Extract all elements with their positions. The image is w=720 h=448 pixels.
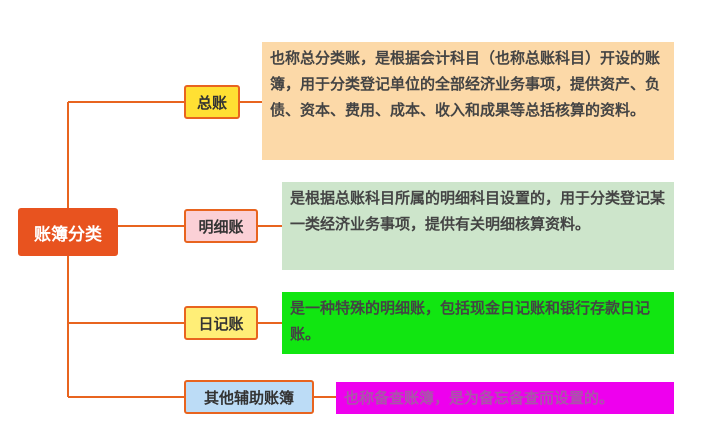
description-text: 也称总分类账，是根据会计科目（也称总账科目）开设的账簿，用于分类登记单位的全部经… <box>270 49 661 119</box>
category-label: 日记账 <box>198 314 244 333</box>
root-label: 账簿分类 <box>34 224 102 245</box>
description-box-mingxizhang: 是根据总账科目所属的明细科目设置的，用于分类登记某一类经济业务事项，提供有关明细… <box>282 182 674 270</box>
description-box-zongzhang: 也称总分类账，是根据会计科目（也称总账科目）开设的账簿，用于分类登记单位的全部经… <box>262 42 674 160</box>
description-text: 也称备查账簿，是为备忘备查而设置的。 <box>344 389 615 407</box>
category-node-mingxizhang: 明细账 <box>184 209 258 243</box>
description-box-qita: 也称备查账簿，是为备忘备查而设置的。 <box>336 382 674 414</box>
category-label: 总账 <box>196 93 227 112</box>
category-node-zongzhang: 总账 <box>184 85 240 119</box>
category-node-qita: 其他辅助账簿 <box>184 380 314 414</box>
category-label: 其他辅助账簿 <box>203 388 294 407</box>
category-label: 明细账 <box>198 217 244 236</box>
description-box-rijizhang: 是一种特殊的明细账，包括现金日记账和银行存款日记账。 <box>282 292 674 354</box>
root-node: 账簿分类 <box>18 208 118 256</box>
category-node-rijizhang: 日记账 <box>184 306 258 340</box>
description-text: 是一种特殊的明细账，包括现金日记账和银行存款日记账。 <box>290 299 651 343</box>
description-text: 是根据总账科目所属的明细科目设置的，用于分类登记某一类经济业务事项，提供有关明细… <box>290 189 666 233</box>
